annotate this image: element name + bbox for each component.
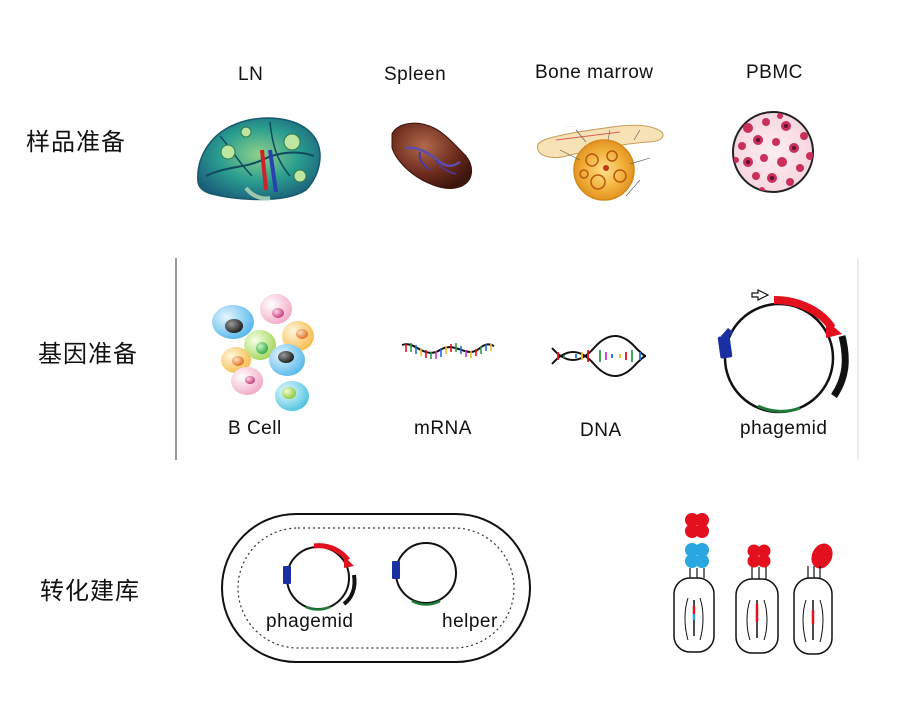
dna-double-helix <box>551 335 647 377</box>
label-library-phagemid: phagemid <box>266 611 354 632</box>
phage-display-2 <box>735 544 779 654</box>
bone-marrow-image: · · · · <box>537 124 664 201</box>
cell-phagemid-plasmid <box>283 543 357 611</box>
phagemid-plasmid <box>717 289 849 414</box>
row-title-gene-prep: 基因准备 <box>38 340 138 368</box>
label-ln: LN <box>238 64 264 85</box>
label-dna: DNA <box>580 420 622 441</box>
mrna-strand <box>401 343 495 359</box>
row-title-sample-prep: 样品准备 <box>26 128 126 156</box>
row-title-library-build: 转化建库 <box>40 577 140 605</box>
b-cell-cluster <box>212 294 314 411</box>
pbmc-image <box>732 111 814 193</box>
bacterial-cell <box>221 513 531 663</box>
helper-plasmid <box>392 542 457 606</box>
svg-text:· · · ·: · · · · <box>566 124 575 129</box>
label-phagemid: phagemid <box>740 418 828 439</box>
label-mrna: mRNA <box>414 418 472 439</box>
label-b-cell: B Cell <box>228 418 282 439</box>
phage-display-3 <box>793 543 833 655</box>
label-bone-marrow: Bone marrow <box>535 62 654 83</box>
phage-display-1 <box>673 513 715 653</box>
lymph-node-image <box>197 117 321 201</box>
label-pbmc: PBMC <box>746 62 803 83</box>
label-spleen: Spleen <box>384 64 447 85</box>
label-library-helper: helper <box>442 611 498 632</box>
spleen-image <box>391 122 472 189</box>
